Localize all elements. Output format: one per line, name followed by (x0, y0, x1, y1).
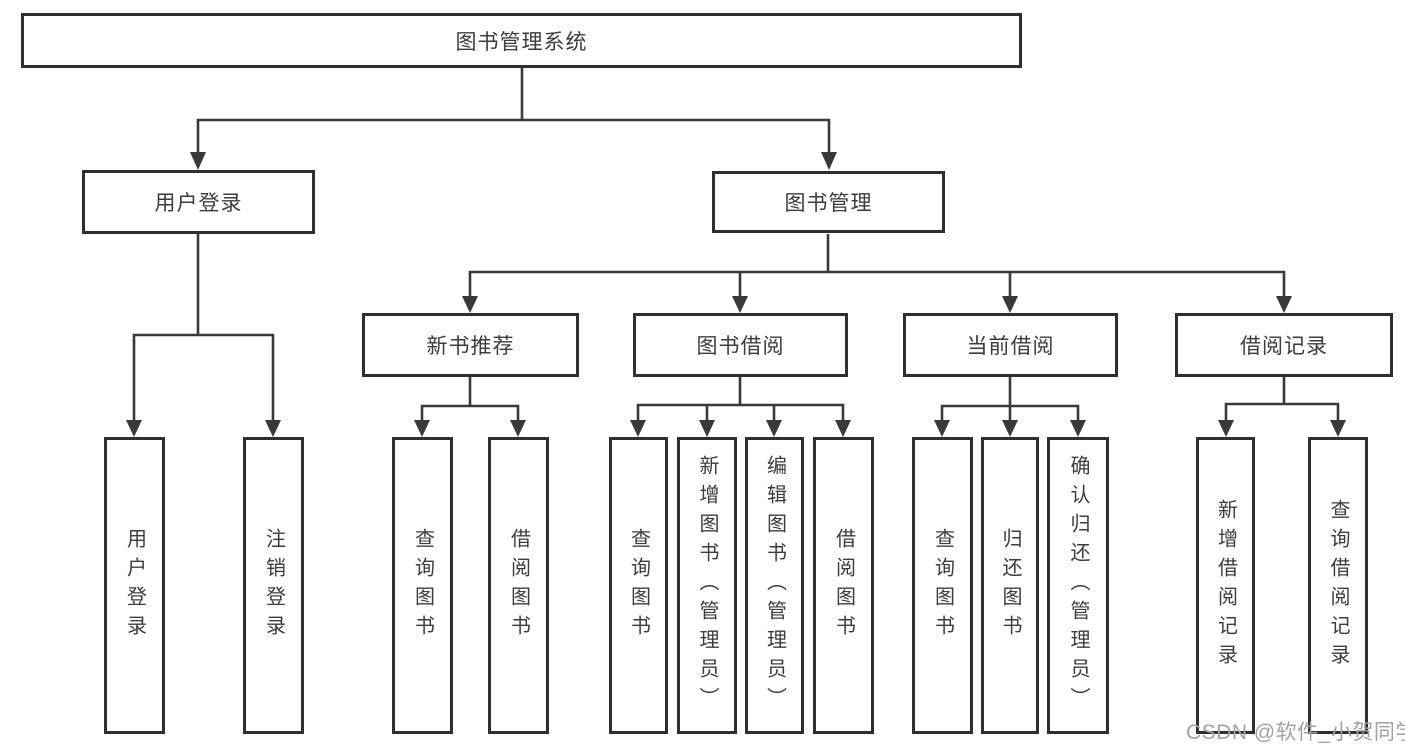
leaf-user-login: 用户登录 (104, 437, 165, 734)
csdn-watermark: CSDN @软件_小贺同学 (1186, 721, 1405, 744)
leaf-query-books-recommend-label: 查询图书 (411, 527, 434, 644)
leaf-query-books-current-label: 查询图书 (931, 527, 954, 644)
leaf-confirm-return-admin-label: 确认归还（管理员） (1067, 455, 1089, 716)
leaf-borrow-books-recommend: 借阅图书 (488, 437, 549, 734)
leaf-logout: 注销登录 (243, 437, 304, 734)
leaf-query-borrow-record-label: 查询借阅记录 (1327, 498, 1349, 673)
leaf-return-books: 归还图书 (981, 437, 1039, 734)
leaf-borrow-books-borrowing: 借阅图书 (813, 437, 874, 734)
leaf-add-book-admin-label: 新增图书（管理员） (696, 455, 718, 716)
leaf-query-borrow-record: 查询借阅记录 (1308, 437, 1368, 734)
leaf-add-borrow-record-label: 新增借阅记录 (1214, 498, 1237, 673)
leaf-query-books-current: 查询图书 (912, 437, 973, 734)
leaf-borrow-books-borrowing-label: 借阅图书 (832, 527, 855, 644)
leaf-add-borrow-record: 新增借阅记录 (1196, 437, 1255, 734)
leaf-user-login-label: 用户登录 (123, 527, 146, 644)
leaf-query-books-recommend: 查询图书 (392, 437, 453, 734)
leaf-confirm-return-admin: 确认归还（管理员） (1047, 437, 1109, 734)
node-current-borrowing: 当前借阅 (903, 313, 1118, 377)
leaf-borrow-books-recommend-label: 借阅图书 (507, 527, 530, 644)
leaf-query-books-borrowing-label: 查询图书 (627, 527, 650, 644)
node-borrowing-records: 借阅记录 (1175, 313, 1393, 377)
node-library-management-system: 图书管理系统 (21, 13, 1022, 68)
node-book-management: 图书管理 (712, 171, 945, 233)
leaf-return-books-label: 归还图书 (999, 527, 1021, 644)
node-book-borrowing: 图书借阅 (633, 313, 848, 377)
leaf-logout-label: 注销登录 (262, 527, 285, 644)
node-user-login: 用户登录 (82, 170, 315, 234)
leaf-edit-book-admin-label: 编辑图书（管理员） (763, 455, 786, 716)
leaf-add-book-admin: 新增图书（管理员） (677, 437, 737, 734)
node-new-book-recommendation: 新书推荐 (362, 313, 579, 377)
leaf-edit-book-admin: 编辑图书（管理员） (745, 437, 804, 734)
leaf-query-books-borrowing: 查询图书 (609, 437, 668, 734)
